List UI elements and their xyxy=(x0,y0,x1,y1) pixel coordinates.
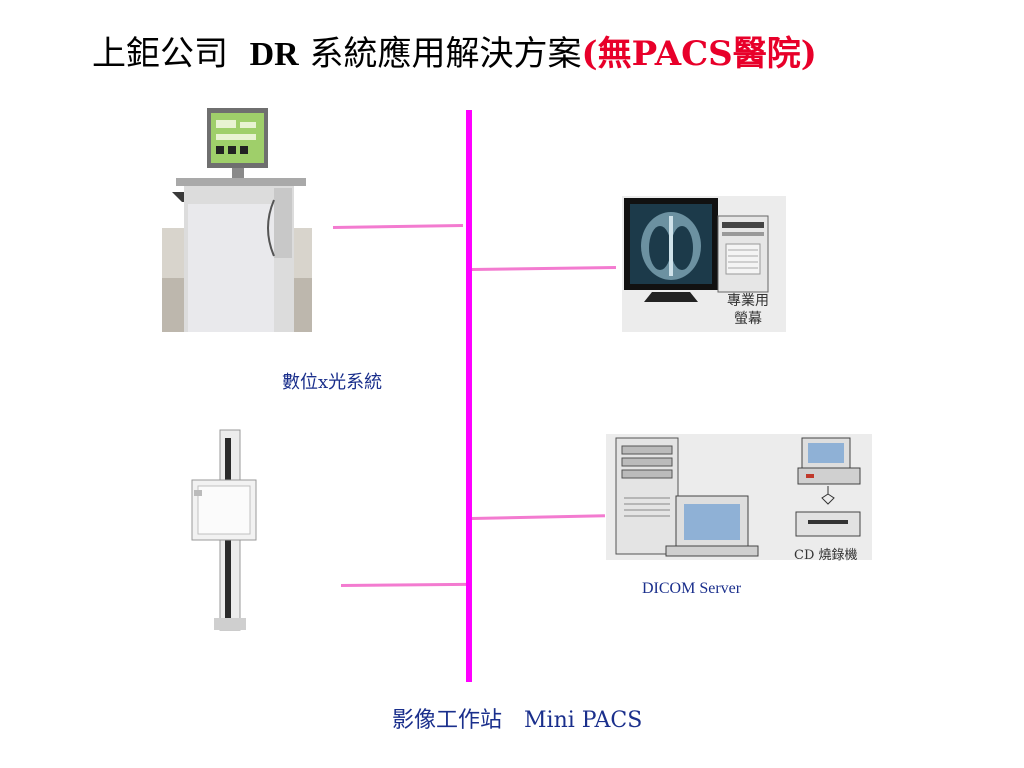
xray-stand-image xyxy=(191,429,257,631)
title-middle: 系統應用解決方案 xyxy=(309,34,582,74)
monitor-image xyxy=(622,196,786,332)
monitor-label: 專業用 螢幕 xyxy=(714,292,782,328)
title-suffix: (無PACS醫院) xyxy=(581,34,817,74)
title-company: 上鉅公司 xyxy=(92,34,228,74)
title-dr: DR xyxy=(249,36,299,73)
network-bus xyxy=(466,110,472,682)
monitor-label-line2: 螢幕 xyxy=(734,311,762,327)
dicom-server-image xyxy=(606,434,872,560)
link-xray-console xyxy=(332,223,464,229)
link-monitor xyxy=(471,265,617,271)
dicom-server-label: DICOM Server xyxy=(642,580,742,597)
xray-console-image xyxy=(162,108,312,332)
cd-burner-label: CD 燒錄機 xyxy=(794,548,858,563)
link-xray-stand xyxy=(340,582,467,587)
link-dicom-server xyxy=(471,514,606,520)
page-title: 上鉅公司 DR 系統應用解決方案(無PACS醫院) xyxy=(92,32,817,77)
workstation-label: 影像工作站 Mini PACS xyxy=(392,708,643,733)
xray-system-label: 數位x光系統 xyxy=(282,372,383,393)
monitor-label-line1: 專業用 xyxy=(727,293,769,309)
